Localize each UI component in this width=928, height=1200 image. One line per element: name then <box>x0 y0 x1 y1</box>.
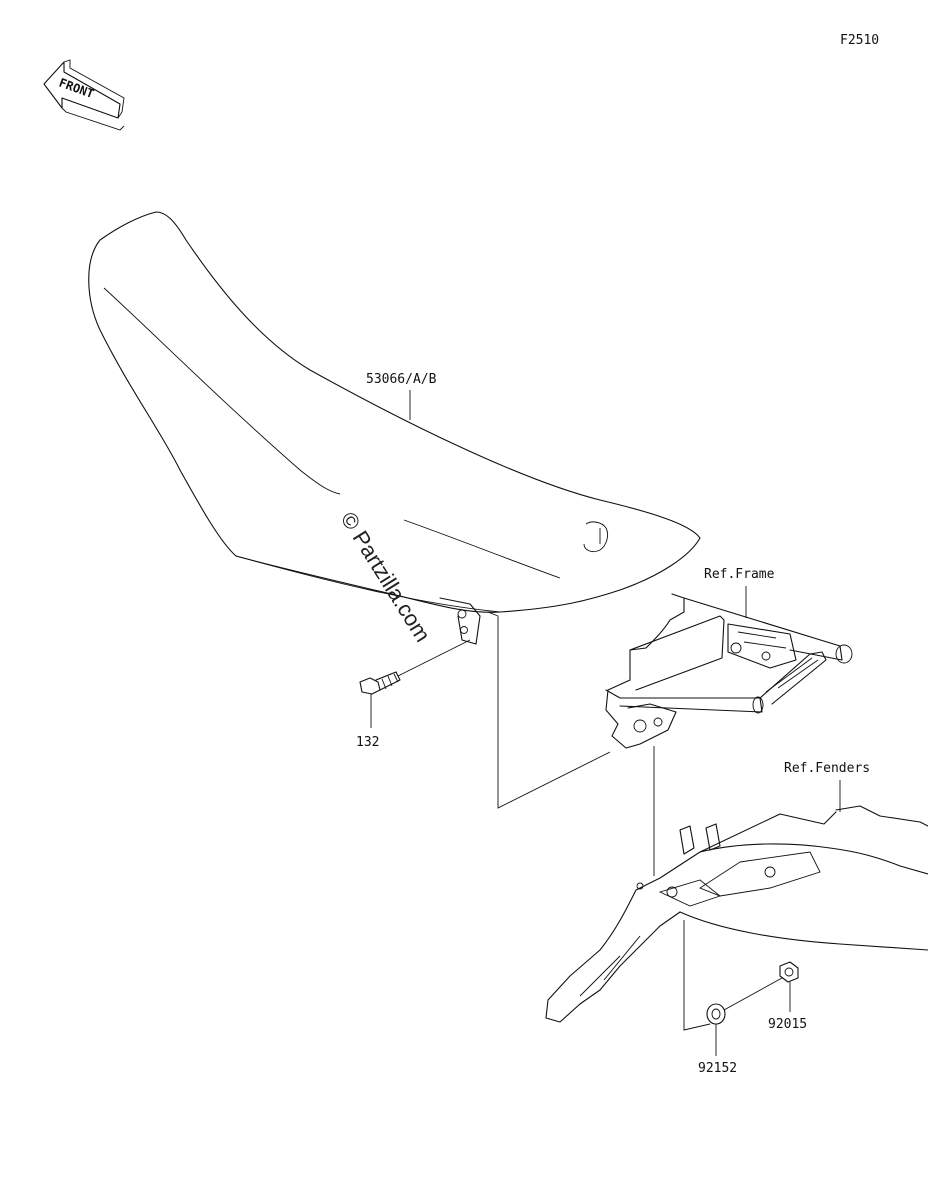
watermark: © Partzilla.com <box>336 507 436 646</box>
seat-drawing <box>88 211 701 809</box>
fender-drawing <box>545 805 928 1023</box>
nut-92015-drawing <box>779 961 799 983</box>
washer-92152-drawing <box>706 1003 726 1025</box>
ref-fenders-label: Ref.Fenders <box>784 761 870 776</box>
ref-frame-label: Ref.Frame <box>704 567 775 582</box>
part-label-53066-a-b: 53066/A/B <box>366 372 437 387</box>
bolt-132-drawing <box>359 639 471 695</box>
diagram-id: F2510 <box>840 33 879 48</box>
part-label-92152: 92152 <box>698 1061 737 1076</box>
frame-drawing <box>605 593 853 749</box>
part-label-132: 132 <box>356 735 379 750</box>
front-arrow-icon: FRONT <box>43 59 125 131</box>
part-label-92015: 92015 <box>768 1017 807 1032</box>
